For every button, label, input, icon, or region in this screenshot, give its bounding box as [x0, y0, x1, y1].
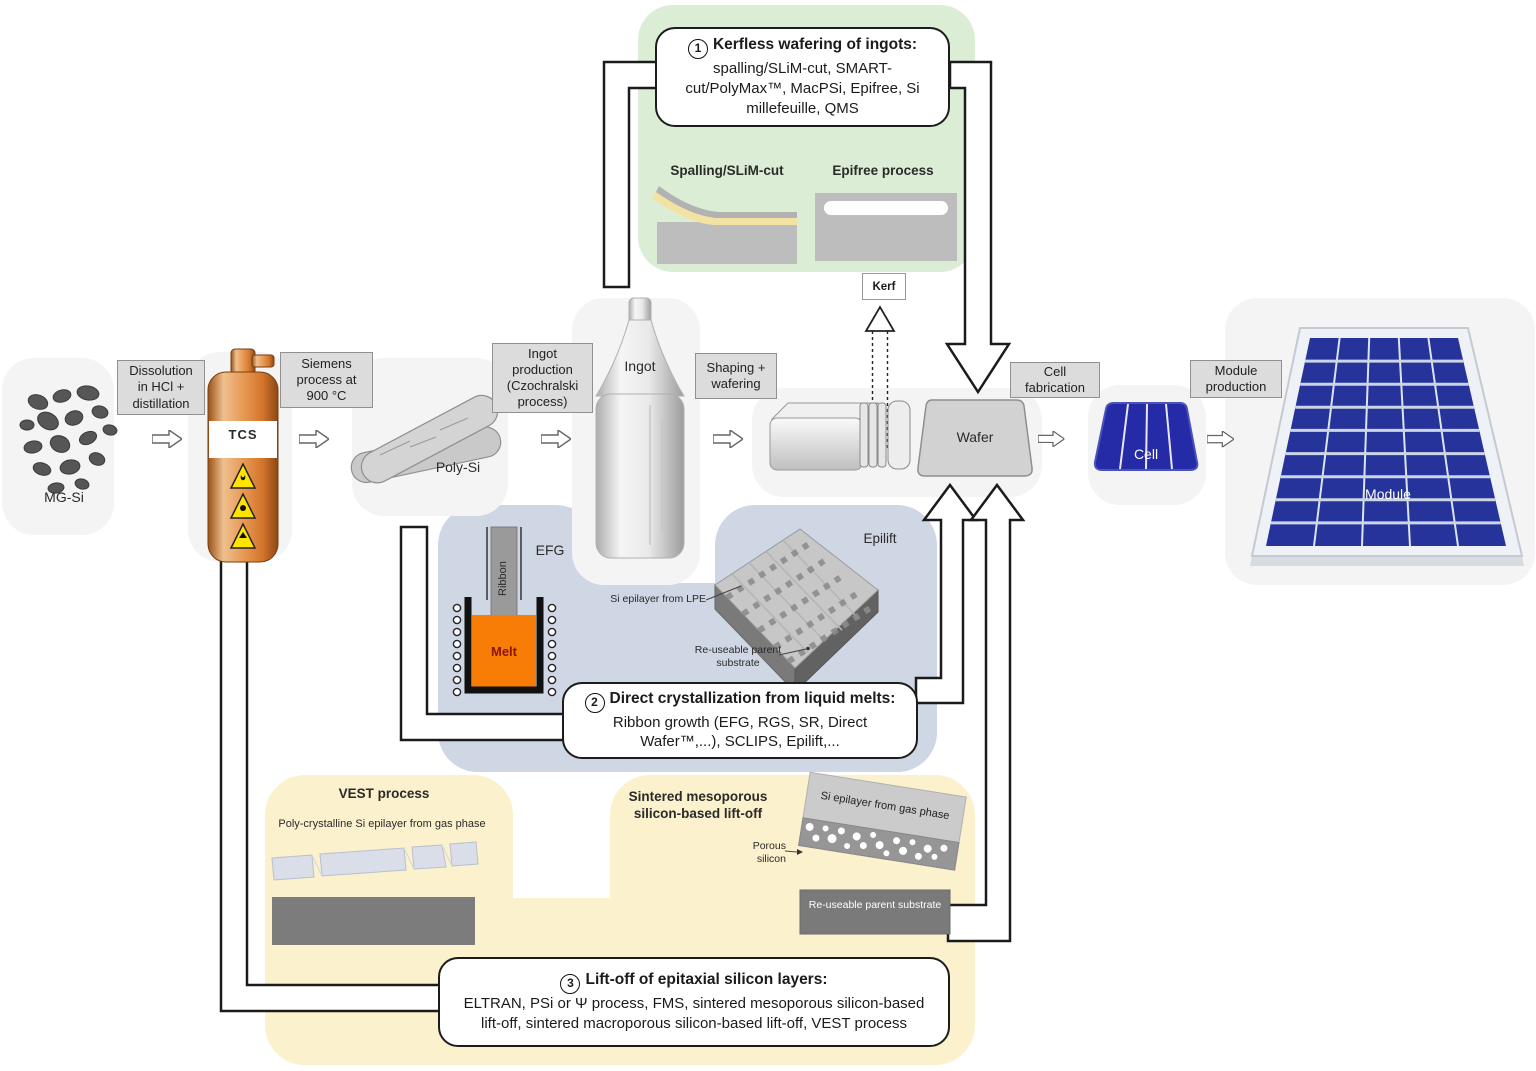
pipe-route1-left — [602, 60, 659, 289]
epilift-label: Epilift — [863, 531, 897, 546]
sintered-title: Sintered mesoporous silicon-based lift-o… — [628, 789, 768, 821]
cell-label: Cell — [1133, 446, 1159, 462]
poly-si-label: Poly-Si — [435, 459, 481, 475]
sintered-graphic — [798, 771, 967, 935]
epilift-substrate-label: Re-useable parent substrate — [694, 644, 782, 669]
spalling-graphic — [652, 186, 797, 264]
epifree-graphic — [815, 193, 957, 261]
wafer-shape — [917, 399, 1033, 477]
spalling-label: Spalling/SLiM-cut — [670, 163, 784, 178]
flow-arrows — [152, 430, 1235, 448]
kerf-arrow — [864, 305, 896, 450]
cell-shape — [1093, 402, 1199, 471]
melt-label: Melt — [491, 644, 517, 659]
arrow-route1-down — [944, 60, 1012, 395]
vest-title: VEST process — [338, 786, 430, 801]
efg-crucible — [452, 526, 557, 697]
sintered-substrate-label: Re-useable parent substrate — [808, 899, 942, 911]
step-label-shaping-wafering: Shaping + wafering — [695, 353, 777, 399]
route2-number-badge: 2 — [584, 692, 605, 713]
route2-methods: Ribbon growth (EFG, RGS, SR, Direct Wafe… — [612, 713, 868, 751]
porous-silicon-label: Porous silicon — [752, 840, 786, 865]
ribbon-label: Ribbon — [496, 561, 509, 597]
route1-methods: spalling/SLiM-cut, SMART-cut/PolyMax™, M… — [685, 60, 920, 117]
vest-graphic — [271, 841, 479, 945]
step-label-module-production: Module production — [1190, 360, 1282, 398]
kerf-label: Kerf — [862, 273, 906, 300]
step-label-dissolution: Dissolution in HCl + distillation — [117, 360, 205, 415]
tcs-bottle — [207, 348, 279, 563]
poly-si-rods — [350, 394, 502, 484]
lpe-epilayer-label: Si epilayer from LPE — [610, 593, 706, 605]
mg-si-rocks — [19, 385, 118, 494]
ingot-graphic — [595, 297, 685, 559]
ingot-label: Ingot — [624, 358, 656, 374]
route1-number-badge: 1 — [687, 39, 708, 60]
arrow-route3-up — [946, 482, 1026, 943]
step-label-ingot-production: Ingot production (Czochralski process) — [492, 343, 593, 413]
step-label-siemens: Siemens process at 900 °C — [280, 352, 373, 408]
ingot-brick-wafers — [769, 400, 911, 471]
module-label: Module — [1365, 486, 1411, 502]
mg-si-label: MG-Si — [44, 489, 84, 505]
epifree-label: Epifree process — [832, 163, 934, 178]
epilift-structure — [714, 528, 879, 694]
step-label-cell-fabrication: Cell fabrication — [1010, 362, 1100, 398]
module-panel — [1250, 327, 1524, 566]
route3-methods: ELTRAN, PSi or Ψ process, FMS, sintered … — [463, 995, 925, 1032]
vest-epilayer-label: Poly-crystalline Si epilayer from gas ph… — [278, 818, 486, 830]
wafer-label: Wafer — [956, 429, 994, 445]
tcs-label: TCS — [228, 427, 258, 442]
route3-number-badge: 3 — [560, 974, 581, 995]
pointer-lines — [705, 585, 810, 855]
arrow-route2-up — [914, 482, 979, 705]
efg-label: EFG — [535, 542, 565, 558]
